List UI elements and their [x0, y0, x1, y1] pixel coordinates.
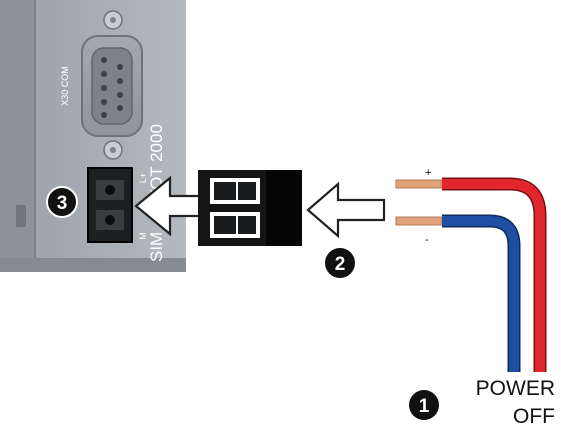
- minus-symbol: -: [425, 234, 429, 246]
- callout-3: 3: [46, 186, 78, 218]
- negative-wire-end: [395, 216, 443, 226]
- power-label-line2: OFF: [513, 405, 555, 428]
- positive-wire: [442, 179, 545, 372]
- callout-3-number: 3: [57, 193, 68, 214]
- pin-plus-label: L+: [138, 173, 148, 183]
- callout-1-number: 1: [419, 396, 430, 417]
- callout-1: 1: [409, 390, 439, 420]
- power-wires: + -: [395, 167, 547, 372]
- model-label-bottom: SIM: [147, 232, 166, 262]
- power-label-line1: POWER: [476, 377, 555, 400]
- plus-symbol: +: [425, 167, 431, 179]
- callout-2-number: 2: [335, 254, 346, 275]
- housing-slot: [16, 205, 26, 227]
- model-label-top: TOT 2000: [147, 124, 166, 200]
- terminal-plug: [198, 170, 302, 246]
- port-label: X30 COM: [60, 66, 70, 106]
- negative-wire: [442, 216, 519, 372]
- com-port: X30 COM: [60, 10, 143, 160]
- power-socket: L+ M: [87, 167, 148, 243]
- positive-wire-end: [395, 179, 443, 189]
- pin-minus-label: M: [138, 232, 148, 240]
- insert-arrow-right-icon: [306, 181, 386, 239]
- callout-2: 2: [325, 248, 355, 278]
